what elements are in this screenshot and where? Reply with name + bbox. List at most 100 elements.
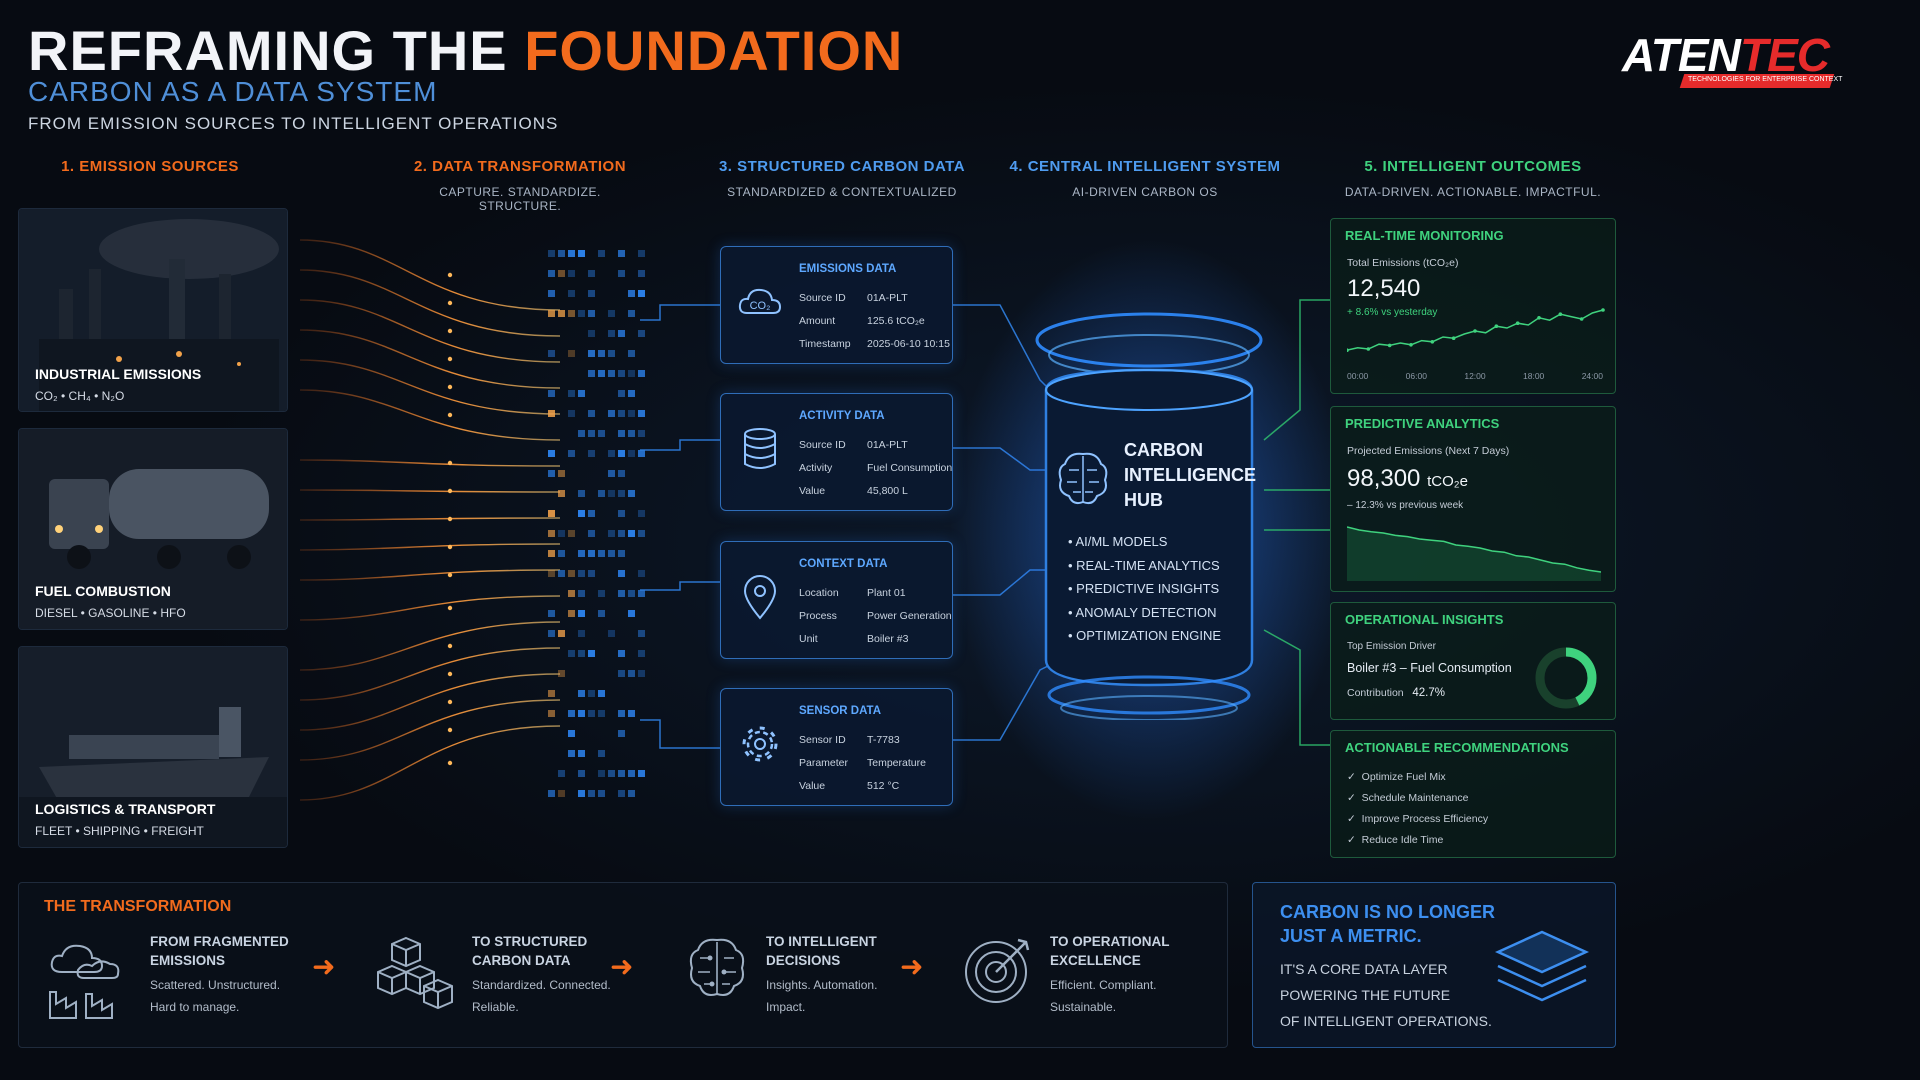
outcome-title: ACTIONABLE RECOMMENDATIONS <box>1345 740 1569 755</box>
data-pixel <box>578 710 585 717</box>
data-stream <box>299 269 561 337</box>
axis-tick: 06:00 <box>1405 371 1427 381</box>
data-pixel <box>558 550 565 557</box>
sparkline-point <box>1347 348 1349 352</box>
data-pixel <box>568 270 575 277</box>
data-pixel <box>598 370 605 377</box>
data-pixel <box>558 570 565 577</box>
data-pixel <box>628 790 635 797</box>
recommendation-item: ✓ Reduce Idle Time <box>1347 830 1488 851</box>
stream-particle <box>447 272 453 278</box>
data-pixel <box>548 450 555 457</box>
data-pixel <box>618 710 625 717</box>
title-main: REFRAMING THE <box>28 19 525 82</box>
data-stream <box>299 299 561 363</box>
area-line <box>1347 526 1601 573</box>
data-pixel <box>628 350 635 357</box>
card-title: ACTIVITY DATA <box>799 410 885 422</box>
data-pixel <box>608 450 615 457</box>
data-pixel <box>608 350 615 357</box>
target-icon <box>965 938 1030 1003</box>
data-pixel <box>638 410 645 417</box>
pixel-grid <box>548 250 645 797</box>
data-pixel <box>598 690 605 697</box>
data-pixel <box>638 430 645 437</box>
row-value: Power Generation <box>867 610 952 622</box>
outcome-title: REAL-TIME MONITORING <box>1345 228 1504 243</box>
data-pixel <box>628 410 635 417</box>
data-pixel <box>628 670 635 677</box>
axis-tick: 12:00 <box>1464 371 1486 381</box>
row-key: Unit <box>799 633 818 645</box>
row-value: 45,800 L <box>867 485 908 497</box>
contribution-label: Contribution <box>1347 687 1404 699</box>
data-pixel <box>558 790 565 797</box>
data-pixel <box>618 270 625 277</box>
stream-particle <box>447 699 453 705</box>
check-icon: ✓ <box>1347 792 1356 804</box>
callout-heading-line: CARBON IS NO LONGER <box>1280 902 1496 922</box>
data-pixel <box>568 390 575 397</box>
data-pixel <box>588 570 595 577</box>
column-title-3: 3. STRUCTURED CARBON DATA <box>718 158 966 175</box>
sparkline-point <box>1579 317 1584 321</box>
data-pixel <box>638 270 645 277</box>
data-pixel <box>548 570 555 577</box>
data-pixel <box>608 550 615 557</box>
transformation-panel <box>18 882 1228 1048</box>
sparkline-points <box>1347 308 1605 352</box>
source-label-industrial: INDUSTRIAL EMISSIONS <box>35 366 202 382</box>
brain-circuit-icon <box>689 938 745 996</box>
row-key: Value <box>799 780 826 792</box>
card-row: Value 512 °C <box>799 780 899 792</box>
metric-label: Total Emissions (tCO₂e) <box>1347 257 1459 269</box>
data-pixel <box>568 250 575 257</box>
row-value: 2025-06-10 10:15 <box>867 338 950 350</box>
sparkline-point <box>1409 343 1413 347</box>
data-pixel <box>568 350 575 357</box>
step-description-line: Sustainable. <box>1050 1000 1117 1014</box>
connector-in-4 <box>640 719 720 749</box>
data-pixel <box>598 790 605 797</box>
data-pixel <box>638 590 645 597</box>
data-pixel <box>618 590 625 597</box>
axis-tick: 18:00 <box>1523 371 1545 381</box>
data-pixel <box>618 450 625 457</box>
data-pixel <box>638 630 645 637</box>
stream-particle <box>447 605 453 611</box>
data-stream <box>299 647 561 701</box>
data-pixel <box>598 550 605 557</box>
data-pixel <box>618 410 625 417</box>
data-stream <box>299 543 561 551</box>
data-pixel <box>548 510 555 517</box>
data-pixel <box>578 630 585 637</box>
hub-capabilities-list: • AI/ML MODELS • REAL-TIME ANALYTICS • P… <box>1068 530 1221 648</box>
data-pixel <box>598 490 605 497</box>
row-key: Location <box>799 587 839 599</box>
data-pixel <box>578 490 585 497</box>
data-pixel <box>598 350 605 357</box>
data-pixel <box>588 410 595 417</box>
data-pixel <box>578 770 585 777</box>
data-pixel <box>628 710 635 717</box>
source-card-logistics: LOGISTICS & TRANSPORT FLEET • SHIPPING •… <box>18 646 288 848</box>
data-pixel <box>588 650 595 657</box>
outcome-operational-insights: OPERATIONAL INSIGHTS Top Emission Driver… <box>1330 602 1616 720</box>
data-stream <box>299 699 561 761</box>
recommendation-item: ✓ Schedule Maintenance <box>1347 788 1488 809</box>
step-description-line: Efficient. Compliant. <box>1050 978 1157 992</box>
data-stream <box>299 489 561 493</box>
connector-in-3 <box>640 581 720 591</box>
column-title-1: 1. EMISSION SOURCES <box>61 158 239 175</box>
data-pixel <box>638 450 645 457</box>
data-pixel <box>618 470 625 477</box>
stream-particle <box>447 356 453 362</box>
data-pixel <box>578 250 585 257</box>
data-stream <box>299 329 561 389</box>
row-value: 512 °C <box>867 780 900 792</box>
data-pixel <box>608 530 615 537</box>
stream-particle <box>447 760 453 766</box>
